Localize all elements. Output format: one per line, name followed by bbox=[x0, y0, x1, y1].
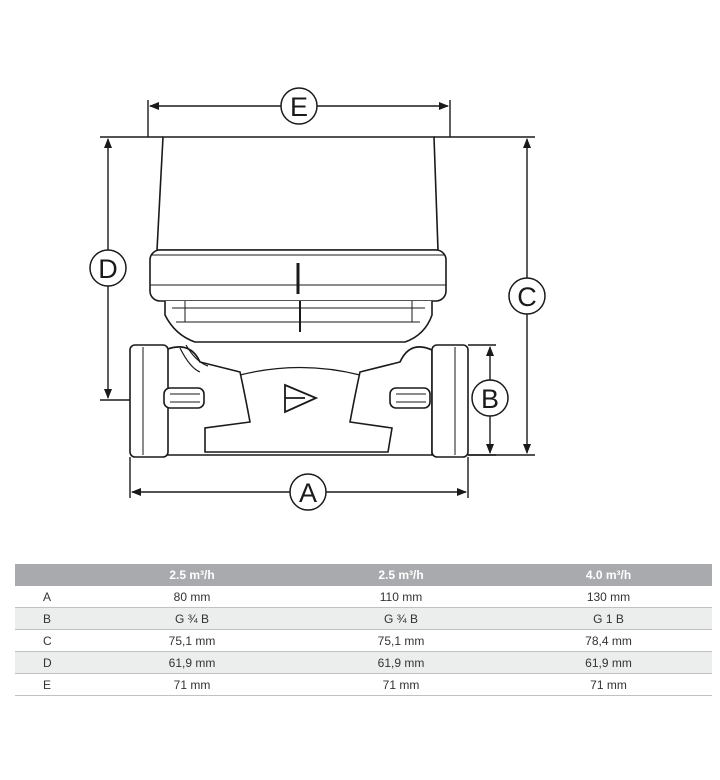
pump-outline bbox=[129, 136, 469, 458]
table-header-row: 2.5 m³/h 2.5 m³/h 4.0 m³/h bbox=[15, 564, 712, 586]
table-row: A 80 mm 110 mm 130 mm bbox=[15, 586, 712, 608]
header-cell-model-3: 4.0 m³/h bbox=[505, 564, 712, 586]
table-cell: 71 mm bbox=[505, 673, 712, 696]
table-cell: 130 mm bbox=[505, 586, 712, 608]
svg-text:B: B bbox=[481, 384, 499, 414]
row-label: A bbox=[15, 586, 87, 608]
table-cell: 71 mm bbox=[297, 673, 505, 696]
table-cell: 75,1 mm bbox=[297, 629, 505, 652]
table-cell: 110 mm bbox=[297, 586, 505, 608]
svg-text:A: A bbox=[299, 478, 317, 508]
header-cell-blank bbox=[15, 564, 87, 586]
row-label: B bbox=[15, 607, 87, 630]
table-cell: 61,9 mm bbox=[505, 651, 712, 674]
table-cell: 80 mm bbox=[87, 586, 297, 608]
motor-housing bbox=[156, 136, 439, 251]
table-cell: 71 mm bbox=[87, 673, 297, 696]
dim-label-b: B bbox=[471, 379, 509, 417]
pump-dimension-drawing: E D C B A bbox=[89, 87, 546, 511]
dim-label-c: C bbox=[508, 277, 546, 315]
row-label: C bbox=[15, 629, 87, 652]
left-flange bbox=[129, 344, 169, 458]
table-cell: 61,9 mm bbox=[87, 651, 297, 674]
table-row: E 71 mm 71 mm 71 mm bbox=[15, 673, 712, 696]
table-cell: 61,9 mm bbox=[297, 651, 505, 674]
row-label: D bbox=[15, 651, 87, 674]
table-cell: G ¾ B bbox=[297, 607, 505, 630]
svg-text:D: D bbox=[98, 254, 118, 284]
table-row: D 61,9 mm 61,9 mm 61,9 mm bbox=[15, 651, 712, 674]
table-cell: G ¾ B bbox=[87, 607, 297, 630]
table-row: C 75,1 mm 75,1 mm 78,4 mm bbox=[15, 629, 712, 652]
dim-label-d: D bbox=[89, 249, 127, 287]
right-flange bbox=[431, 344, 469, 458]
header-cell-model-1: 2.5 m³/h bbox=[87, 564, 297, 586]
svg-text:C: C bbox=[517, 282, 537, 312]
left-bolt bbox=[163, 387, 205, 409]
table-cell: 78,4 mm bbox=[505, 629, 712, 652]
table-row: B G ¾ B G ¾ B G 1 B bbox=[15, 607, 712, 630]
svg-text:E: E bbox=[290, 92, 308, 122]
flow-direction-icon bbox=[284, 383, 319, 414]
table-cell: 75,1 mm bbox=[87, 629, 297, 652]
dim-label-a: A bbox=[289, 473, 327, 511]
row-label: E bbox=[15, 673, 87, 696]
dim-label-e: E bbox=[280, 87, 318, 125]
pump-body bbox=[164, 346, 433, 456]
table-cell: G 1 B bbox=[505, 607, 712, 630]
right-bolt bbox=[389, 387, 431, 409]
dimension-spec-table: 2.5 m³/h 2.5 m³/h 4.0 m³/h A 80 mm 110 m… bbox=[15, 564, 712, 696]
center-bowl bbox=[239, 366, 361, 376]
header-cell-model-2: 2.5 m³/h bbox=[297, 564, 505, 586]
